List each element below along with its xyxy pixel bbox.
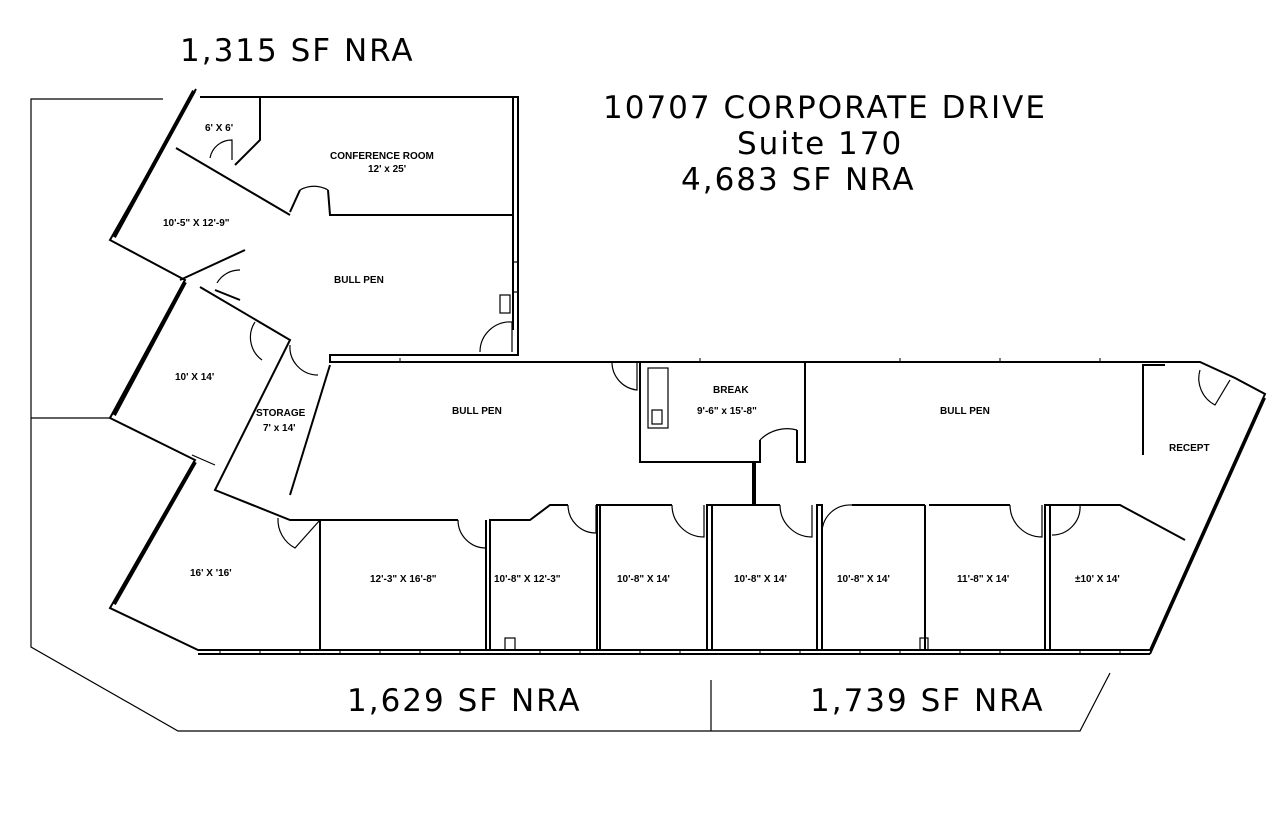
office-approx-label: ±10' X 14' (1075, 574, 1120, 585)
south-office-walls (319, 504, 1051, 651)
room-labels: 6' X 6' CONFERENCE ROOM 12' x 25' 10'-5"… (163, 123, 1210, 585)
exterior-wall (108, 88, 1267, 655)
conference-room-title: CONFERENCE ROOM (330, 151, 434, 162)
address-title: 10707 CORPORATE DRIVE (603, 90, 1047, 126)
office-12x16-label: 12'-3" X 16'-8" (370, 574, 437, 585)
north-wing-area: 1,315 SF NRA (180, 33, 415, 69)
office-a-label: 10'-8" X 14' (617, 574, 670, 585)
boundary-lines (30, 98, 1111, 732)
break-room-walls (611, 361, 806, 505)
office-16x16-label: 16' X '16' (190, 568, 232, 579)
office-10x12b-label: 10'-8" X 12'-3" (494, 574, 561, 585)
conference-room-size: 12' x 25' (368, 164, 406, 175)
window-ticks (219, 358, 1121, 654)
break-room-title: BREAK (713, 385, 749, 396)
total-area: 4,683 SF NRA (681, 162, 916, 198)
door-swings-south (191, 454, 1081, 549)
south-east-area: 1,739 SF NRA (810, 683, 1045, 719)
office-10x14-label: 10' X 14' (175, 372, 214, 383)
south-west-area: 1,629 SF NRA (347, 683, 582, 719)
bull-pen-north-label: BULL PEN (334, 275, 384, 286)
door-swings-north (209, 139, 513, 376)
office-11x14-label: 11'-8" X 14' (957, 574, 1009, 585)
north-wing-walls (175, 97, 519, 521)
reception-walls (1050, 364, 1231, 541)
storage-size: 7' x 14' (263, 423, 296, 434)
reception-label: RECEPT (1169, 443, 1210, 454)
office-b-label: 10'-8" X 14' (734, 574, 787, 585)
office-10x12-label: 10'-5" X 12'-9" (163, 218, 230, 229)
bull-pen-east-label: BULL PEN (940, 406, 990, 417)
office-c-label: 10'-8" X 14' (837, 574, 890, 585)
suite-number: Suite 170 (737, 126, 903, 162)
bull-pen-center-label: BULL PEN (452, 406, 502, 417)
storage-title: STORAGE (256, 408, 306, 419)
closet-label: 6' X 6' (205, 123, 233, 134)
break-room-size: 9'-6" x 15'-8" (697, 406, 757, 417)
